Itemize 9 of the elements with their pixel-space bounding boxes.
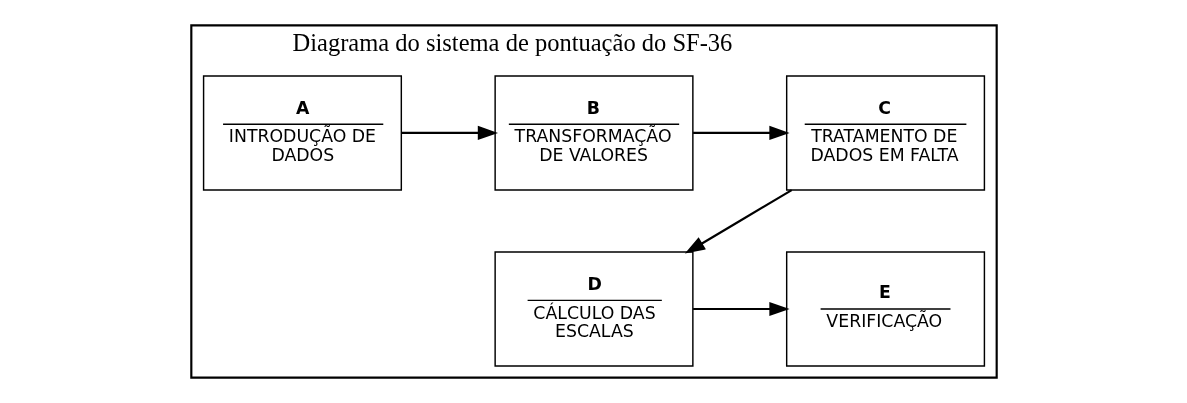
node-box: D CÁLCULO DAS ESCALAS bbox=[493, 251, 694, 367]
node-box: C TRATAMENTO DE DADOS EM FALTA bbox=[785, 75, 985, 191]
arrow bbox=[692, 125, 790, 141]
node-box: B TRANSFORMAÇÃO DE VALORES bbox=[493, 75, 694, 191]
arrow bbox=[401, 125, 498, 141]
arrow bbox=[684, 189, 792, 254]
node-box: E VERIFICAÇÃO bbox=[785, 251, 985, 367]
node-box: A INTRODUÇÃO DE DADOS bbox=[202, 75, 402, 191]
arrow bbox=[692, 301, 790, 317]
